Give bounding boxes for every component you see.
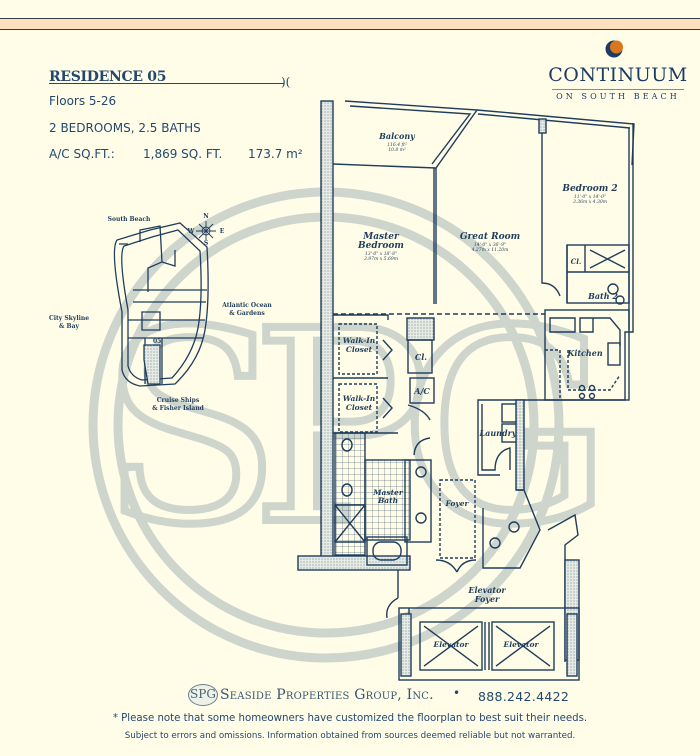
- bedroom-2-dim-1: 11'-0" x 14'-0": [574, 194, 606, 200]
- room-walk-in-closet-2b: Closet: [346, 403, 373, 412]
- company-name: Seaside Properties Group, Inc.: [220, 687, 434, 703]
- phone-number: 888.242.4422: [478, 689, 570, 704]
- room-hall-closet: Cl.: [415, 352, 427, 362]
- room-closet-bedroom-2: Cl.: [571, 257, 582, 266]
- residence-title: RESIDENCE 05: [49, 69, 167, 85]
- title-flourish: )(: [281, 75, 291, 89]
- map-label-west-2: & Bay: [59, 323, 79, 330]
- room-kitchen: Kitchen: [566, 348, 602, 358]
- room-foyer: Foyer: [445, 499, 470, 508]
- room-master-bath-2: Bath: [377, 496, 398, 505]
- sqft-value: 1,869 SQ. FT.: [143, 147, 223, 161]
- logo-name: CONTINUUM: [548, 64, 688, 86]
- logo-orb-icon: [605, 40, 623, 58]
- bedroom-2-dim-2: 3.36m x 4.30m: [573, 199, 607, 205]
- room-ac: A/C: [413, 386, 430, 396]
- map-label-south-2: & Fisher Island: [152, 405, 205, 412]
- logo-subtitle: ON SOUTH BEACH: [556, 92, 680, 101]
- room-master-bedroom-2: Bedroom: [357, 241, 404, 251]
- room-master-bedroom-1: Master: [362, 232, 400, 242]
- balcony-dim-2: 10.8 m²: [388, 147, 406, 153]
- room-elevator-1: Elevator: [433, 640, 470, 649]
- room-walk-in-closet-1b: Closet: [346, 345, 373, 354]
- room-elevator-foyer-2: Foyer: [474, 594, 500, 604]
- compass-s: S: [204, 240, 208, 247]
- room-bedroom-2: Bedroom 2: [561, 184, 617, 194]
- balcony-dim-1: 116.4 ft²: [387, 142, 407, 148]
- brand-separator: •: [453, 686, 461, 700]
- map-label-east-2: & Gardens: [229, 310, 265, 317]
- logo-rule: [552, 89, 684, 90]
- great-room-dim-2: 4.27m x 11.20m: [471, 247, 509, 253]
- compass-w: W: [187, 228, 195, 235]
- map-label-east-1: Atlantic Ocean: [221, 302, 272, 309]
- room-master-bath-1: Master: [372, 488, 404, 497]
- title-rule: [49, 83, 284, 84]
- compass-n: N: [203, 213, 209, 220]
- map-label-south-1: Cruise Ships: [157, 397, 200, 404]
- top-accent-band: [0, 18, 700, 30]
- spg-badge-icon: SPG: [188, 684, 218, 706]
- room-great-room: Great Room: [460, 232, 520, 242]
- customization-note: * Please note that some homeowners have …: [112, 713, 588, 724]
- room-walk-in-closet-2a: Walk-In: [343, 394, 375, 403]
- metric-value: 173.7 m²: [248, 147, 303, 161]
- plan-walls: [297, 100, 635, 681]
- master-bedroom-dim-1: 13'-0" x 18'-8": [365, 251, 397, 257]
- sqft-row: A/C SQ.FT.: 1,869 SQ. FT. 173.7 m²: [49, 147, 303, 161]
- disclaimer: Subject to errors and omissions. Informa…: [124, 731, 576, 741]
- map-label-west-1: City Skyline: [49, 315, 89, 322]
- master-bedroom-dim-2: 3.97m x 5.69m: [364, 256, 398, 262]
- room-laundry: Laundry: [479, 428, 518, 438]
- map-label-north: South Beach: [108, 216, 151, 223]
- room-bath-2: Bath 2: [587, 291, 618, 301]
- room-balcony: Balcony: [378, 131, 416, 141]
- sqft-label: A/C SQ.FT.:: [49, 147, 115, 161]
- great-room-dim-1: 14'-0" x 36'-9": [474, 242, 506, 248]
- unit-marker: 05: [153, 338, 161, 345]
- room-elevator-foyer-1: Elevator: [467, 585, 506, 595]
- bedrooms-baths-text: 2 BEDROOMS, 2.5 BATHS: [49, 121, 201, 135]
- floors-text: Floors 5-26: [49, 94, 117, 108]
- compass-e: E: [220, 228, 225, 235]
- room-elevator-2: Elevator: [503, 640, 540, 649]
- site-map: [113, 221, 216, 387]
- room-walk-in-closet-1a: Walk-In: [343, 336, 375, 345]
